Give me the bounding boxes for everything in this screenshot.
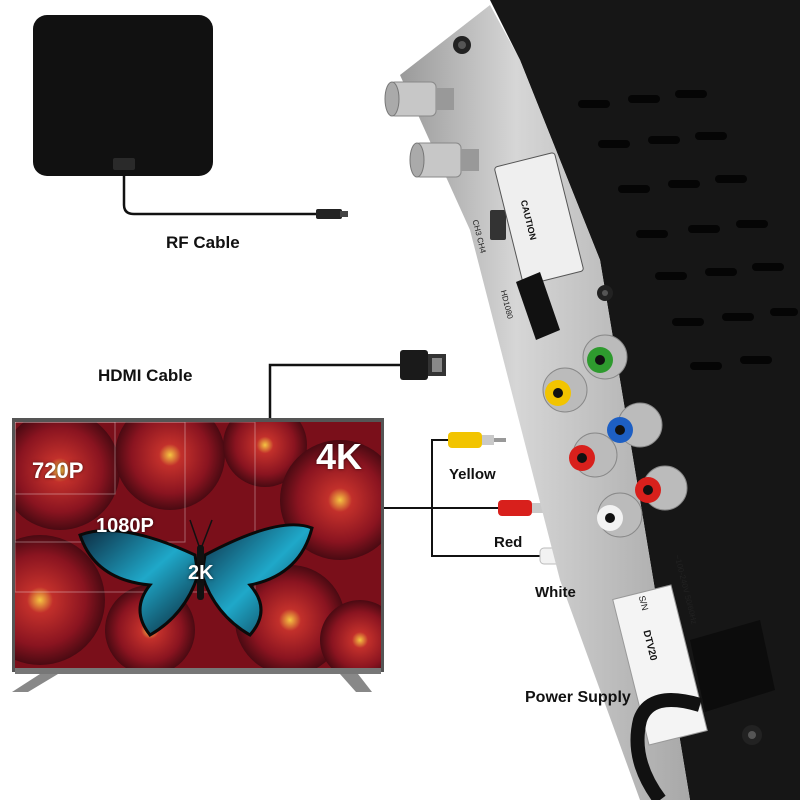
hdmi-cable-label: HDMI Cable <box>98 366 193 385</box>
channel-switch <box>490 210 506 240</box>
power-supply-label: Power Supply <box>525 689 631 706</box>
caution-sticker <box>494 152 584 286</box>
hdmi-cable <box>268 350 446 418</box>
antenna <box>33 15 348 219</box>
tv-res-1080p: 1080P <box>96 515 154 537</box>
rf-output-connector <box>409 142 479 178</box>
power-plug <box>630 620 775 800</box>
tv-screen-image <box>15 422 381 668</box>
rca-yellow-plug <box>448 432 506 448</box>
hdmi-port <box>516 272 560 340</box>
tv-res-4k: 4K <box>316 436 363 477</box>
tv-stand-right <box>340 674 372 692</box>
device-vents <box>578 90 798 370</box>
butterfly <box>78 519 314 637</box>
tv-stand-left <box>12 674 58 692</box>
rf-cable-wire <box>122 170 318 216</box>
white-cable-label: White <box>535 584 576 601</box>
antenna-panel <box>33 15 213 176</box>
tv-res-720p: 720P <box>32 458 84 483</box>
yellow-cable-label: Yellow <box>449 466 496 483</box>
set-top-box <box>384 0 800 800</box>
hdmi-plug <box>400 350 428 380</box>
av-jacks <box>542 334 688 538</box>
television <box>12 418 384 692</box>
antenna-connector-block <box>113 158 135 170</box>
red-cable-label: Red <box>494 534 523 551</box>
device-body <box>490 0 800 800</box>
tv-res-2k: 2K <box>188 562 214 584</box>
rf-cable-label: RF Cable <box>166 233 240 252</box>
rf-input-connector <box>384 81 454 117</box>
rf-cable-plug <box>316 209 342 219</box>
